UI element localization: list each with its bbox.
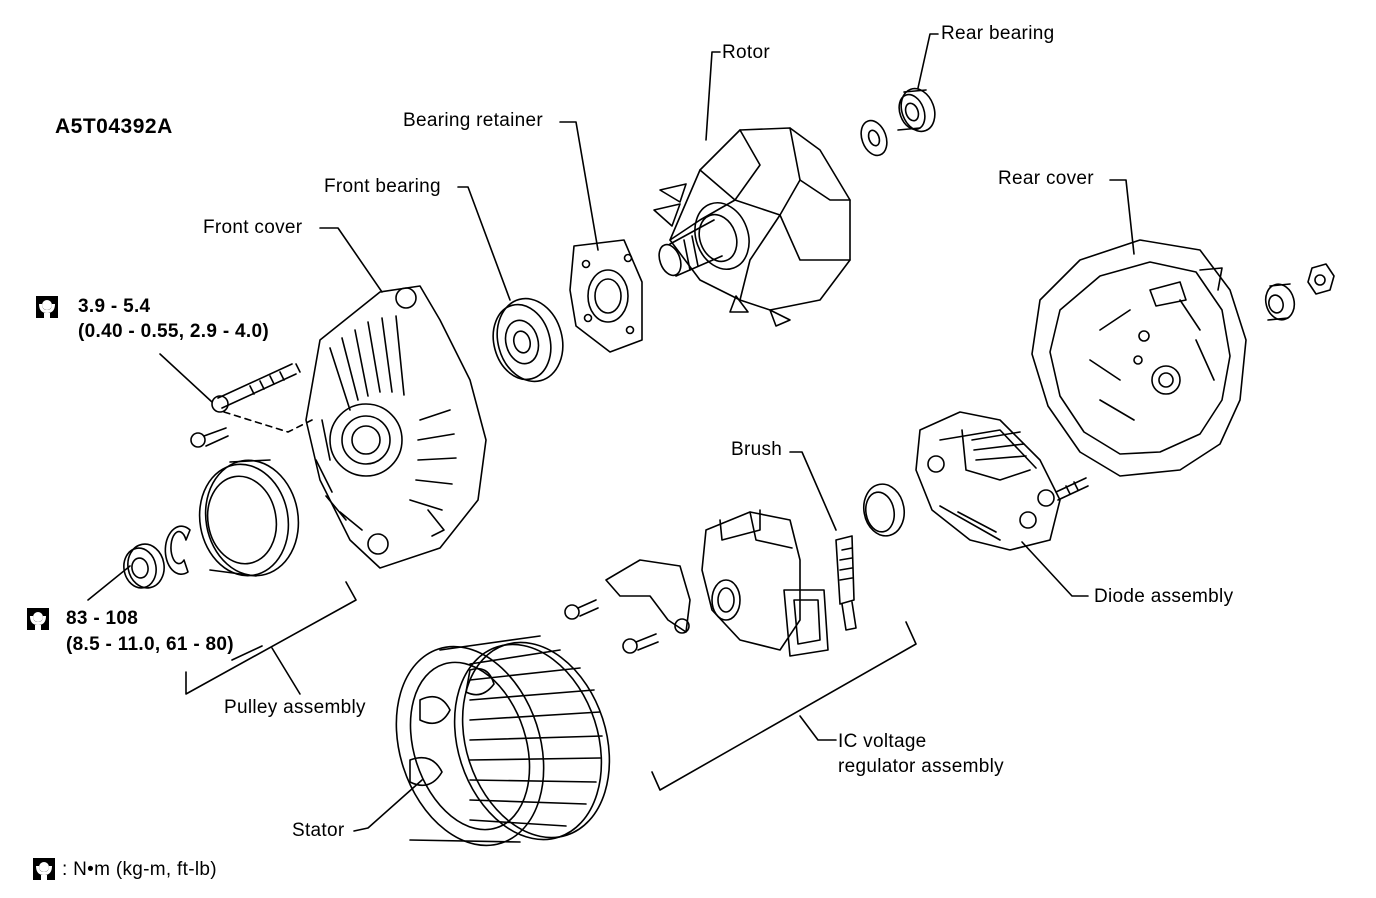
leader-rotor — [705, 51, 721, 141]
torque-spec-1-value: 3.9 - 5.4 — [78, 296, 151, 317]
torque-wrench-icon — [36, 296, 58, 318]
label-ic-regulator-line1: IC voltage — [838, 731, 927, 752]
pulley-bracket — [185, 581, 357, 695]
label-ic-regulator-line2: regulator assembly — [838, 756, 1004, 777]
leader-torque-nut — [87, 565, 131, 601]
rotor-part — [653, 127, 851, 327]
bolt-path — [223, 411, 313, 433]
torque-wrench-icon — [27, 608, 49, 630]
leader-diode — [1021, 541, 1089, 597]
label-rotor: Rotor — [722, 42, 770, 63]
pulley-nut-part — [123, 543, 165, 589]
leader-bearing-retainer — [559, 121, 599, 251]
legend-units: : N•m (kg-m, ft-lb) — [62, 859, 217, 880]
leader-stator — [353, 779, 423, 832]
torque-spec-2-value: 83 - 108 — [66, 608, 139, 629]
rear-bearing-part — [860, 87, 936, 157]
leader-rear-bearing — [917, 33, 939, 89]
label-front-bearing: Front bearing — [324, 176, 441, 197]
leader-front-bearing — [457, 186, 511, 301]
leader-torque-nut-2 — [231, 645, 263, 661]
snap-ring-part — [164, 525, 191, 575]
brackets — [185, 581, 917, 791]
label-front-cover: Front cover — [203, 217, 303, 238]
ic-bracket-leader — [799, 715, 837, 741]
front-bearing-part — [492, 297, 564, 383]
leader-torque-bolt — [159, 353, 213, 403]
seal-ring-part — [862, 483, 906, 537]
leader-rear-cover — [1109, 179, 1135, 255]
through-bolt-part — [190, 363, 301, 448]
diagram-code: A5T04392A — [55, 115, 173, 138]
pulley-bracket-leader — [271, 647, 301, 695]
torque-spec-2-alt: (8.5 - 11.0, 61 - 80) — [66, 634, 234, 655]
label-rear-bearing: Rear bearing — [941, 23, 1055, 44]
label-diode-assembly: Diode assembly — [1094, 586, 1234, 607]
stator-part — [395, 635, 611, 847]
bearing-retainer-part — [569, 239, 643, 353]
label-brush: Brush — [731, 439, 783, 460]
rear-nut-part — [1264, 263, 1335, 321]
leader-front-cover — [319, 227, 383, 293]
torque-spec-1-alt: (0.40 - 0.55, 2.9 - 4.0) — [78, 321, 269, 342]
ic-bracket — [651, 621, 917, 791]
leader-brush — [789, 451, 837, 531]
rear-cover-part — [1031, 239, 1247, 477]
leader-lines — [87, 33, 1135, 832]
label-bearing-retainer: Bearing retainer — [403, 110, 543, 131]
label-pulley-assembly: Pulley assembly — [224, 697, 366, 718]
torque-wrench-icon — [33, 858, 55, 880]
pulley-part — [198, 459, 300, 577]
diode-assembly-part — [915, 411, 1089, 551]
front-cover-part — [305, 285, 487, 569]
label-stator: Stator — [292, 820, 345, 841]
label-rear-cover: Rear cover — [998, 168, 1094, 189]
ic-regulator-part — [564, 509, 857, 657]
